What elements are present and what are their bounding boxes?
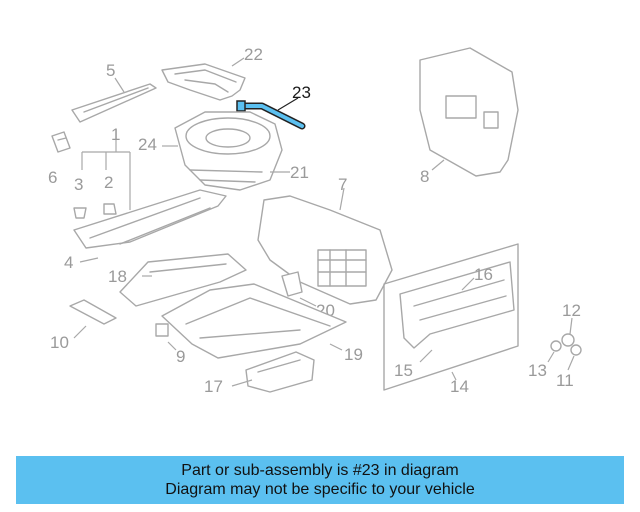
callout-3: 3 — [74, 175, 83, 194]
part-11-12-13-shapes — [547, 317, 582, 371]
part-9-shape — [155, 323, 177, 351]
part-6-shape — [51, 131, 71, 153]
part-7-shape — [257, 187, 393, 305]
callout-21: 21 — [290, 163, 309, 182]
callout-15: 15 — [394, 361, 413, 380]
part-17-shape — [231, 351, 315, 393]
callout-11: 11 — [556, 371, 574, 390]
callout-9: 9 — [176, 347, 185, 366]
callout-16: 16 — [474, 265, 493, 284]
callout-7: 7 — [338, 175, 347, 194]
callout-17: 17 — [204, 377, 223, 396]
callout-14: 14 — [450, 377, 469, 396]
info-banner: Part or sub-assembly is #23 in diagram D… — [16, 456, 624, 504]
callout-10: 10 — [50, 333, 69, 352]
callout-24: 24 — [138, 135, 157, 154]
callout-23: 23 — [292, 83, 311, 102]
part-10-shape — [69, 299, 117, 339]
part-23-shape — [236, 97, 306, 130]
part-8-shape — [419, 47, 519, 177]
callout-19: 19 — [344, 345, 363, 364]
callout-1: 1 — [111, 125, 120, 144]
part-4-shape — [73, 189, 227, 263]
banner-line-1: Part or sub-assembly is #23 in diagram — [181, 462, 459, 479]
part-20-shape — [281, 271, 317, 307]
part-1-2-3-leads — [73, 140, 131, 219]
callout-6: 6 — [48, 168, 57, 187]
callout-18: 18 — [108, 267, 127, 286]
callout-5: 5 — [106, 61, 115, 80]
callout-12: 12 — [562, 301, 581, 320]
part-19-shape — [161, 283, 347, 359]
callout-13: 13 — [528, 361, 547, 380]
callout-22: 22 — [244, 45, 263, 64]
part-5-shape — [71, 77, 157, 123]
part-21-24-shape — [162, 111, 290, 191]
banner-line-2: Diagram may not be specific to your vehi… — [165, 481, 475, 498]
callout-4: 4 — [64, 253, 73, 272]
callout-2: 2 — [104, 173, 113, 192]
part-14-panel — [383, 243, 519, 391]
part-18-shape — [119, 253, 247, 307]
callout-8: 8 — [420, 167, 429, 186]
part-22-shape — [161, 57, 246, 101]
